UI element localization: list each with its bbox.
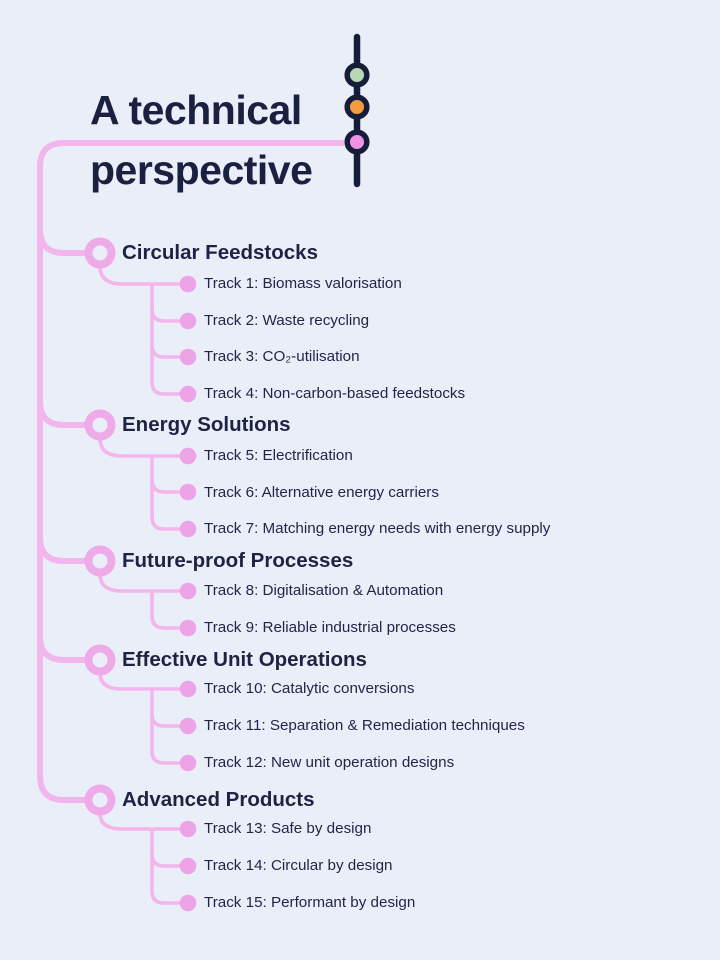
category-ring [84, 237, 116, 269]
track-item: Track 4: Non-carbon-based feedstocks [204, 385, 466, 402]
track-item: Track 14: Circular by design [204, 857, 393, 874]
section-label-effective-unit-operations: Effective Unit Operations [122, 648, 367, 671]
track-item: Track 7: Matching energy needs with ener… [204, 520, 551, 537]
track-item: Track 3: CO₂-utilisation [204, 348, 360, 365]
track-item: Track 13: Safe by design [204, 820, 372, 837]
page-title-line1: A technical [90, 87, 302, 133]
track-item: Track 8: Digitalisation & Automation [204, 582, 444, 599]
timeline-dot-green [344, 62, 370, 88]
section-label-advanced-products: Advanced Products [122, 788, 315, 811]
track-item: Track 6: Alternative energy carriers [204, 484, 439, 501]
track-item: Track 1: Biomass valorisation [204, 275, 402, 292]
section-label-energy-solutions: Energy Solutions [122, 413, 291, 436]
track-dots [179, 275, 197, 912]
section-label-future-proof-processes: Future-proof Processes [122, 549, 354, 572]
category-ring [84, 409, 116, 441]
timeline-dot-pink [344, 129, 370, 155]
track-item: Track 15: Performant by design [204, 894, 416, 911]
page-title: A technical perspective [90, 80, 313, 200]
track-item: Track 2: Waste recycling [204, 312, 370, 329]
track-item: Track 9: Reliable industrial processes [204, 619, 456, 636]
category-ring [84, 545, 116, 577]
timeline-dot-orange [344, 94, 370, 120]
track-item: Track 5: Electrification [204, 447, 353, 464]
track-item: Track 10: Catalytic conversions [204, 680, 415, 697]
tree-trunk [37, 140, 344, 803]
track-item: Track 11: Separation & Remediation techn… [204, 717, 525, 734]
tree-branches [98, 265, 187, 905]
category-ring [84, 644, 116, 676]
category-ring [84, 784, 116, 816]
page-title-line2: perspective [90, 147, 313, 193]
track-item: Track 12: New unit operation designs [204, 754, 455, 771]
category-rings [84, 237, 116, 816]
timeline-decoration [344, 33, 370, 188]
section-label-circular-feedstocks: Circular Feedstocks [122, 241, 318, 264]
